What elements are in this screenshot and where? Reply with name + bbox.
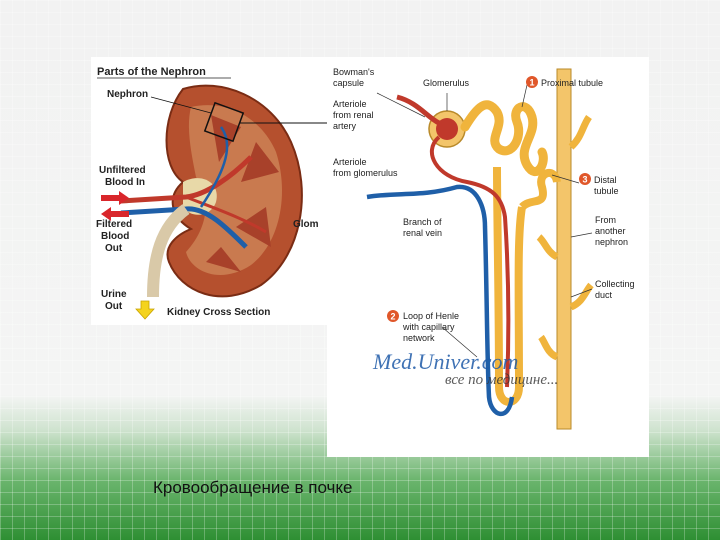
distal-tubule <box>522 173 557 207</box>
label-filtered-1: Filtered <box>96 219 132 230</box>
label-arteriole-renal-1: Arteriole <box>333 99 367 109</box>
proximal-tubule <box>465 105 543 172</box>
label-arteriole-renal-3: artery <box>333 121 357 131</box>
label-branch-2: renal vein <box>403 228 442 238</box>
label-glomerulus: Glomerulus <box>423 78 470 88</box>
label-from-3: nephron <box>595 237 628 247</box>
label-cross-section: Kidney Cross Section <box>167 307 270 318</box>
label-loop-3: network <box>403 333 435 343</box>
watermark-tagline: все по медицине... <box>445 372 558 388</box>
marker-2-text: 2 <box>390 312 395 322</box>
collecting-duct <box>557 69 571 429</box>
nephron-panel: 1 3 2 Bowman's capsule Glomerulus Proxim… <box>327 57 649 457</box>
afferent-arteriole <box>397 97 439 123</box>
urine-arrow <box>136 301 154 319</box>
label-branch-1: Branch of <box>403 217 442 227</box>
slide-caption: Кровообращение в почке <box>153 478 353 498</box>
label-nephron: Nephron <box>107 89 148 100</box>
label-unfiltered-2: Blood In <box>105 177 145 188</box>
duct-branch <box>541 337 557 357</box>
label-distal-1: Distal <box>594 175 617 185</box>
label-arteriole-glom-2: from glomerulus <box>333 168 398 178</box>
label-collecting-2: duct <box>595 290 613 300</box>
label-urine-2: Out <box>105 301 123 312</box>
label-distal-2: tubule <box>594 186 619 196</box>
label-from-1: From <box>595 215 616 225</box>
label-bowman-1: Bowman's <box>333 67 375 77</box>
marker-1-text: 1 <box>529 78 534 88</box>
kidney-panel: Parts of the Nephron Nephron Unfiltered … <box>91 57 327 325</box>
label-from-2: another <box>595 226 626 236</box>
pointer-another <box>571 233 592 237</box>
label-unfiltered-1: Unfiltered <box>99 165 146 176</box>
label-collecting-1: Collecting <box>595 279 635 289</box>
label-urine-1: Urine <box>101 289 127 300</box>
watermark-brand: Med.Univer.com <box>372 349 518 374</box>
label-loop-2: with capillary <box>402 322 455 332</box>
label-proximal: Proximal tubule <box>541 78 603 88</box>
duct-branch <box>539 237 557 257</box>
label-arteriole-renal-2: from renal <box>333 110 374 120</box>
marker-3-text: 3 <box>582 175 587 185</box>
kidney-diagram: Parts of the Nephron Nephron Unfiltered … <box>91 57 327 325</box>
kidney-title: Parts of the Nephron <box>97 66 206 78</box>
nephron-diagram: 1 3 2 Bowman's capsule Glomerulus Proxim… <box>327 57 649 457</box>
label-loop-1: Loop of Henle <box>403 311 459 321</box>
label-glom-cut: Glom <box>293 219 319 230</box>
duct-branch <box>571 117 589 147</box>
label-filtered-3: Out <box>105 243 123 254</box>
label-bowman-2: capsule <box>333 78 364 88</box>
label-filtered-2: Blood <box>101 231 129 242</box>
label-arteriole-glom-1: Arteriole <box>333 157 367 167</box>
